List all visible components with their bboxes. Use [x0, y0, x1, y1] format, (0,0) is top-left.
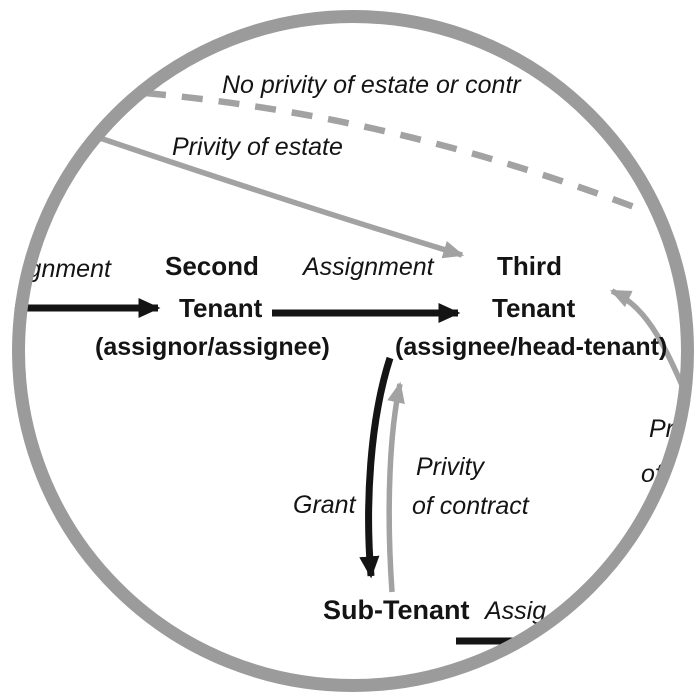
privity-of-contract-arrow	[386, 381, 405, 593]
privity-of-contract-label-line1: Privity	[416, 453, 485, 481]
privity-of-estate-arrow	[93, 133, 465, 259]
assignment-bottom-label: Assig	[485, 597, 547, 625]
sub-tenant-name: Sub-Tenant	[323, 595, 470, 625]
assignment-mid-label: Assignment	[303, 253, 434, 281]
privity-of-contract-label-line2: of contract	[412, 492, 529, 520]
third-tenant-line2: Tenant	[492, 293, 576, 323]
right-edge-label-line2: of	[641, 460, 662, 488]
second-tenant-line2: Tenant	[179, 293, 263, 323]
second-tenant-subtitle: (assignor/assignee)	[95, 333, 330, 361]
no-privity-dashed-line	[144, 89, 649, 216]
privity-of-estate-label: Privity of estate	[172, 133, 343, 161]
grant-arrow	[359, 356, 394, 579]
third-tenant-subtitle: (assignee/head-tenant)	[395, 333, 668, 361]
right-edge-label-line1: Pr	[649, 415, 674, 443]
second-tenant-line1: Second	[165, 251, 259, 281]
magnifier-lens: No privity of estate or contr Privity of…	[12, 10, 694, 692]
diagram-canvas: No privity of estate or contr Privity of…	[12, 10, 694, 692]
assignment-left-label: ignment	[22, 255, 111, 283]
grant-label: Grant	[293, 491, 356, 519]
privity-right-curved-arrow	[609, 288, 694, 421]
third-tenant-line1: Third	[497, 251, 562, 281]
no-privity-label: No privity of estate or contr	[222, 71, 521, 99]
